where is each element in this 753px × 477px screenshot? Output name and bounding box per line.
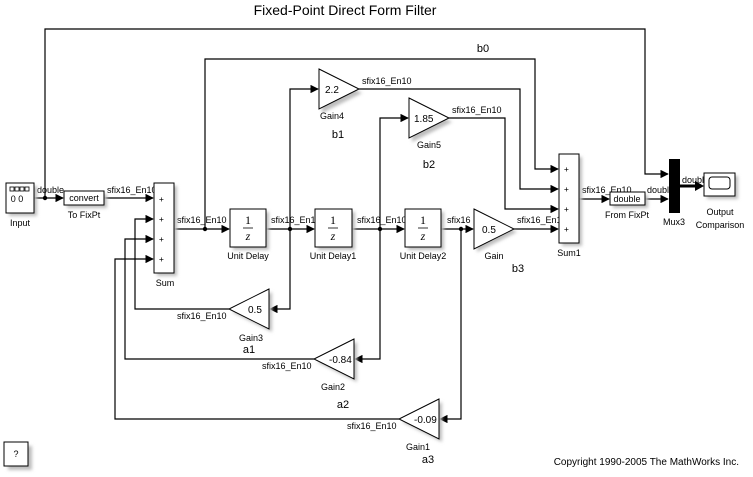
signal-label: sfix16_En10	[582, 185, 632, 195]
output-comparison-scope[interactable]	[703, 172, 738, 199]
delay-numerator: 1	[330, 213, 336, 227]
diagram-title: Fixed-Point Direct Form Filter	[254, 2, 437, 18]
copyright-text: Copyright 1990-2005 The MathWorks Inc.	[554, 457, 739, 468]
help-icon: ?	[13, 449, 18, 459]
help-button[interactable]: ?	[3, 441, 32, 470]
sum1-sign: +	[564, 185, 569, 194]
output-label: Output	[706, 207, 734, 217]
to-fixpt-display: convert	[69, 193, 99, 203]
gain5-label: Gain5	[417, 140, 441, 150]
signal-label: sfix16_En10	[271, 215, 321, 225]
delay-denominator: z	[330, 229, 336, 243]
gain1-block[interactable]: -0.09	[397, 398, 442, 442]
gain4-block[interactable]: 2.2	[318, 68, 362, 113]
input-display: 0 0	[11, 194, 24, 204]
arrow-head	[695, 181, 704, 191]
delay-denominator: z	[245, 229, 251, 243]
gain1-value: -0.09	[414, 415, 437, 426]
gain-value: 0.5	[482, 225, 496, 236]
wire-gain3-to-sum[interactable]	[134, 214, 229, 310]
wire-input-to-mux[interactable]	[44, 28, 669, 198]
sum1-label: Sum1	[557, 248, 581, 258]
sum-sign: +	[159, 215, 164, 224]
input-label: Input	[10, 218, 31, 228]
sum1-sign: +	[564, 205, 569, 214]
from-fixpt-display: double	[613, 194, 640, 204]
signal-label: sfix16_En10	[452, 105, 502, 115]
gain2-block[interactable]: -0.84	[312, 338, 357, 382]
unit-delay2-label: Unit Delay2	[400, 251, 447, 261]
gain2-label: Gain2	[321, 382, 345, 392]
coef-b0: b0	[477, 43, 489, 55]
wire-gain1-to-sum[interactable]	[114, 254, 399, 420]
signal-label: double	[682, 175, 709, 185]
wire-to-gain3[interactable]	[269, 229, 291, 314]
coef-b1: b1	[332, 129, 344, 141]
signal-label: sfix16_En10	[262, 361, 312, 371]
signal-label: sfix16_En10	[107, 185, 157, 195]
coef-a3: a3	[422, 454, 434, 466]
gain4-value: 2.2	[325, 85, 339, 96]
wire-to-gain2[interactable]	[354, 229, 381, 364]
unit-delay-label: Unit Delay	[227, 251, 269, 261]
wire-gain4-to-sum1[interactable]	[359, 88, 559, 194]
wire-b0-to-sum1[interactable]	[204, 58, 559, 229]
wire-to-gain5[interactable]	[379, 113, 409, 229]
gain3-block[interactable]: 0.5	[227, 288, 272, 332]
signal-label: sfix16_En10	[347, 421, 397, 431]
sum-block[interactable]: + + + +	[153, 182, 177, 276]
gain3-label: Gain3	[239, 333, 263, 343]
gain3-value: 0.5	[248, 305, 262, 316]
coef-b2: b2	[423, 159, 435, 171]
coef-a1: a1	[243, 344, 255, 356]
sum1-sign: +	[564, 165, 569, 174]
coef-a2: a2	[337, 399, 349, 411]
delay-denominator: z	[420, 229, 426, 243]
signal-label: sfix16_En10	[517, 215, 567, 225]
input-block[interactable]: 0 0	[5, 182, 37, 216]
sum-label: Sum	[156, 278, 175, 288]
wire-gain2-to-sum[interactable]	[124, 234, 314, 360]
signal-label: sfix16_En10	[362, 76, 412, 86]
output-label-line2: Comparison	[696, 220, 745, 230]
gain5-block[interactable]: 1.85	[408, 97, 452, 142]
from-fixpt-label: From FixPt	[605, 210, 649, 220]
from-fixpt-block[interactable]: double	[609, 191, 648, 208]
sum1-block[interactable]: + + + +	[558, 153, 582, 246]
signal-label: sfix16	[447, 215, 471, 225]
to-fixpt-label: To FixPt	[68, 210, 101, 220]
unit-delay1-block[interactable]: 1 z	[314, 208, 355, 250]
gain5-value: 1.85	[414, 114, 434, 125]
wire-to-gain1[interactable]	[439, 229, 462, 424]
sum-sign: +	[159, 195, 164, 204]
signal-label: sfix16_En10	[177, 311, 227, 321]
wire-gain5-to-sum1[interactable]	[449, 117, 559, 214]
mux3-label: Mux3	[663, 217, 685, 227]
signal-label: double	[37, 185, 64, 195]
delay-numerator: 1	[245, 213, 251, 227]
gain1-label: Gain1	[406, 442, 430, 452]
unit-delay1-label: Unit Delay1	[310, 251, 357, 261]
sum1-sign: +	[564, 225, 569, 234]
gain4-label: Gain4	[320, 111, 344, 121]
gain-label: Gain	[484, 251, 503, 261]
signal-label: sfix16_En10	[357, 215, 407, 225]
unit-delay2-block[interactable]: 1 z	[404, 208, 444, 250]
signal-label: double	[647, 185, 674, 195]
unit-delay-block[interactable]: 1 z	[229, 208, 269, 250]
scope-screen-icon	[708, 176, 731, 190]
mux3-block[interactable]	[669, 159, 680, 213]
delay-numerator: 1	[420, 213, 426, 227]
to-fixpt-block[interactable]: convert	[63, 190, 107, 208]
sum-sign: +	[159, 235, 164, 244]
gain2-value: -0.84	[329, 355, 352, 366]
sum-sign: +	[159, 255, 164, 264]
gain-block[interactable]: 0.5	[473, 208, 517, 252]
wire-to-gain4[interactable]	[289, 84, 319, 229]
signal-label: sfix16_En10	[177, 215, 227, 225]
coef-b3: b3	[512, 263, 524, 275]
